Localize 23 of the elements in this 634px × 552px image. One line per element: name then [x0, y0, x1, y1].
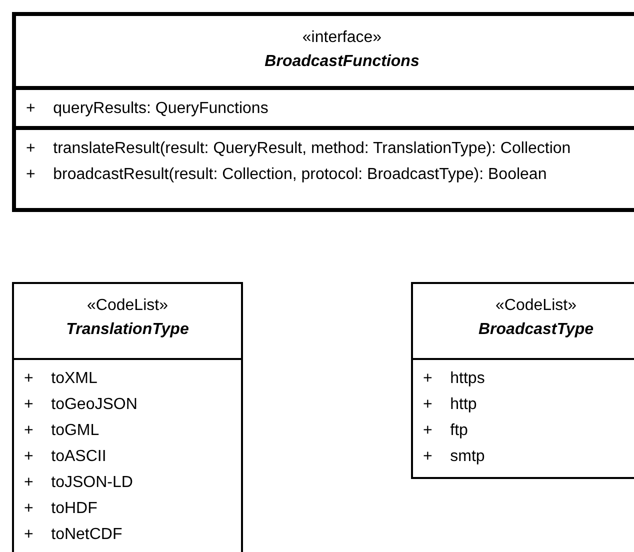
member-text: + http [423, 395, 478, 415]
stereotype-label: «interface» [302, 28, 382, 48]
class-name: TranslationType [66, 320, 189, 340]
member-text: + toGeoJSON [24, 395, 138, 415]
member-text: + ftp [423, 421, 469, 441]
member-text: + toNetCDF [24, 525, 124, 545]
member-text: + queryResults: QueryFunctions [26, 99, 270, 119]
member-text: + smtp [423, 447, 486, 467]
class-name: BroadcastType [478, 320, 594, 340]
class-box [411, 282, 634, 479]
member-text: + broadcastResult(result: Collection, protocol: BroadcastType): Boolean [26, 165, 548, 185]
member-text: + translateResult(result: QueryResult, method: TranslationType): Collection [26, 139, 572, 159]
member-text: + toHDF [24, 499, 98, 519]
stereotype-label: «CodeList» [87, 296, 168, 316]
member-text: + toGML [24, 421, 100, 441]
member-text: + toJSON-LD [24, 473, 134, 493]
member-text: + https [423, 369, 486, 389]
class-name: BroadcastFunctions [264, 52, 420, 72]
member-text: + toXML [24, 369, 98, 389]
stereotype-label: «CodeList» [496, 296, 576, 316]
member-text: + toASCII [24, 447, 108, 467]
class-box [12, 282, 243, 552]
class-box [12, 12, 634, 212]
